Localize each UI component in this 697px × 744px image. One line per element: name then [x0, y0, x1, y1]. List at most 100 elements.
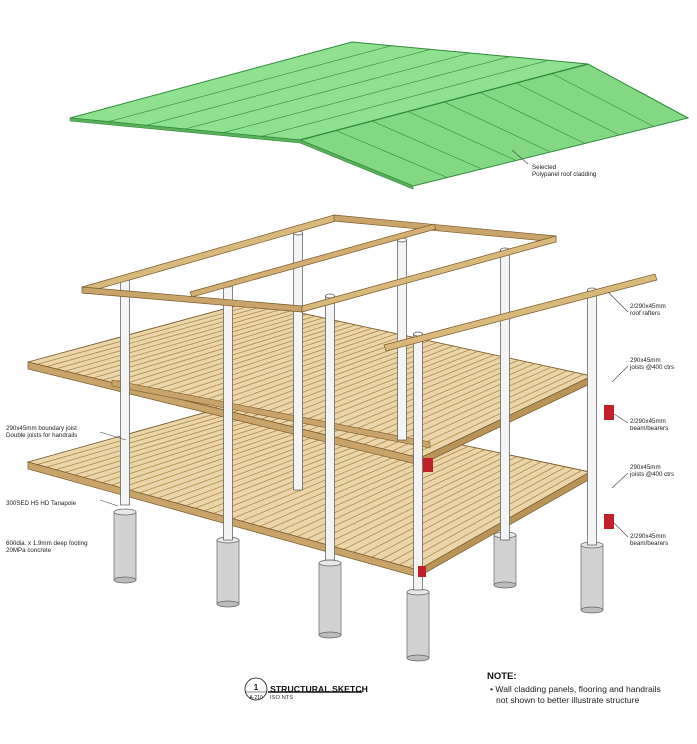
floor-joist	[362, 461, 542, 555]
note-heading: NOTE:	[487, 671, 517, 682]
floor-joist	[214, 336, 413, 409]
floor-joist	[205, 335, 405, 406]
floor-joist	[279, 349, 471, 425]
tanapole	[500, 249, 510, 541]
roof-panel-seam	[443, 101, 551, 153]
footing-base	[318, 631, 342, 639]
tanapole	[223, 284, 233, 541]
annotation-upper-joists: 290x45mm joists @400 ctrs	[630, 357, 674, 372]
floor-joist	[306, 451, 494, 540]
tanapole	[325, 295, 335, 561]
roof-rafters-label-line2: roof rafters	[630, 310, 660, 318]
roof-cladding-label-line1: Selected	[532, 164, 557, 171]
drawing-title: STRUCTURAL SKETCH	[270, 684, 368, 694]
floor-joist	[74, 310, 291, 374]
lower-bearers-label-line2: beam/bearers	[630, 540, 669, 548]
footing-base	[493, 581, 517, 589]
roof-panel-seam	[261, 60, 549, 137]
note-line-2: not shown to better illustrate structure	[496, 694, 640, 705]
tanapole-label: 300SED H5 HD Tanapole	[6, 500, 77, 507]
concrete-footing	[318, 562, 342, 636]
annotation-tanapole: 300SED H5 HD Tanapole	[6, 500, 76, 507]
note-body: • Wall cladding panels, flooring and han…	[490, 684, 661, 705]
floor-joist	[343, 457, 526, 550]
lower-joists-label-line2: joists @400 ctrs	[630, 471, 675, 479]
floor-joist	[102, 315, 316, 381]
roof-panel-seam	[223, 56, 510, 133]
footing-label-line2: 20MPa concrete	[6, 547, 52, 555]
floor-joist	[223, 338, 422, 411]
tanapole	[587, 289, 597, 546]
footing-top	[113, 508, 137, 516]
floor-joist	[177, 329, 381, 399]
leader-lines	[99, 291, 629, 538]
upper-bearers-label-line2: beam/bearers	[630, 425, 669, 433]
floor-joist	[149, 324, 356, 393]
floor-joist	[278, 445, 469, 532]
floor-joist	[111, 317, 324, 383]
floor-joist	[371, 463, 550, 558]
roof-panel-seam	[146, 49, 431, 126]
floor-joist	[55, 306, 275, 370]
roof-panel-seam	[108, 45, 392, 122]
roof-panel-seam	[371, 120, 482, 170]
concrete-footings	[113, 508, 604, 662]
steel-brackets	[418, 405, 614, 577]
floor-joist	[345, 361, 528, 441]
floor-joist	[401, 372, 576, 454]
floor-joist	[139, 322, 348, 390]
annotation-lower-bearers: 2/290x45mm beam/bearers	[630, 533, 668, 548]
footing-base	[216, 600, 240, 608]
drawing-tag	[244, 677, 362, 701]
roof-panel-seam	[184, 52, 471, 130]
lower-bearers-label-line1: 2/290x45mm	[630, 533, 666, 540]
annotation-lower-joists: 290x45mm joists @400 ctrs	[630, 464, 674, 479]
floor-joist	[167, 328, 373, 397]
tanapole	[413, 333, 423, 591]
roof-panel-seam	[335, 130, 448, 178]
upper-bearers-label-line1: 2/290x45mm	[630, 418, 666, 425]
annotation-upper-bearers: 2/290x45mm beam/bearers	[630, 418, 668, 433]
floor-joist	[65, 308, 283, 372]
footing-label-line1: 600dia. x 1.9mm deep footing	[6, 540, 88, 547]
floor-joist	[287, 447, 477, 535]
floor-joist	[334, 456, 518, 548]
floor-joist	[382, 368, 560, 450]
upper-joists-label-line1: 290x45mm	[630, 357, 661, 364]
roof-panel-seam	[479, 92, 586, 144]
floor-joist	[130, 320, 340, 388]
drawing-number: 1	[253, 683, 259, 692]
footing-base	[580, 606, 604, 614]
drawing-scale: ISO NTS	[270, 695, 294, 701]
floor-joist	[186, 331, 389, 402]
footing-base	[113, 576, 137, 584]
annotation-boundary-joist: 290x45mm boundary joist Double joists fo…	[6, 425, 77, 440]
roof-cladding	[69, 41, 690, 190]
floor-joist	[83, 312, 299, 377]
lower-joists-label-line1: 290x45mm	[630, 464, 661, 471]
floor-joist	[399, 468, 575, 566]
leader-line	[511, 149, 529, 165]
tanapole	[293, 232, 303, 491]
floor-joist	[315, 452, 502, 543]
roof-cladding-label-line2: Polypanel roof cladding	[532, 171, 597, 179]
concrete-footing	[493, 534, 517, 586]
floor-joist	[37, 303, 259, 365]
boundary-joist-label-line1: 290x45mm boundary joist	[6, 425, 77, 432]
concrete-footing	[113, 511, 137, 581]
floor-joist	[289, 350, 479, 427]
footing-top	[318, 559, 342, 567]
roof-framing	[81, 214, 658, 352]
floor-joist	[410, 373, 585, 457]
roof-panel-seam	[551, 73, 654, 127]
floor-joist	[380, 464, 558, 561]
note-line-1: • Wall cladding panels, flooring and han…	[490, 684, 661, 694]
sheet-reference: A-210	[249, 695, 263, 701]
annotation-roof-cladding: Selected Polypanel roof cladding	[532, 164, 596, 179]
roof-panel-seam	[407, 111, 517, 161]
concrete-footing	[406, 591, 430, 659]
floor-joist	[317, 356, 503, 434]
floor-joist	[335, 359, 519, 438]
floor-joist	[408, 469, 583, 568]
